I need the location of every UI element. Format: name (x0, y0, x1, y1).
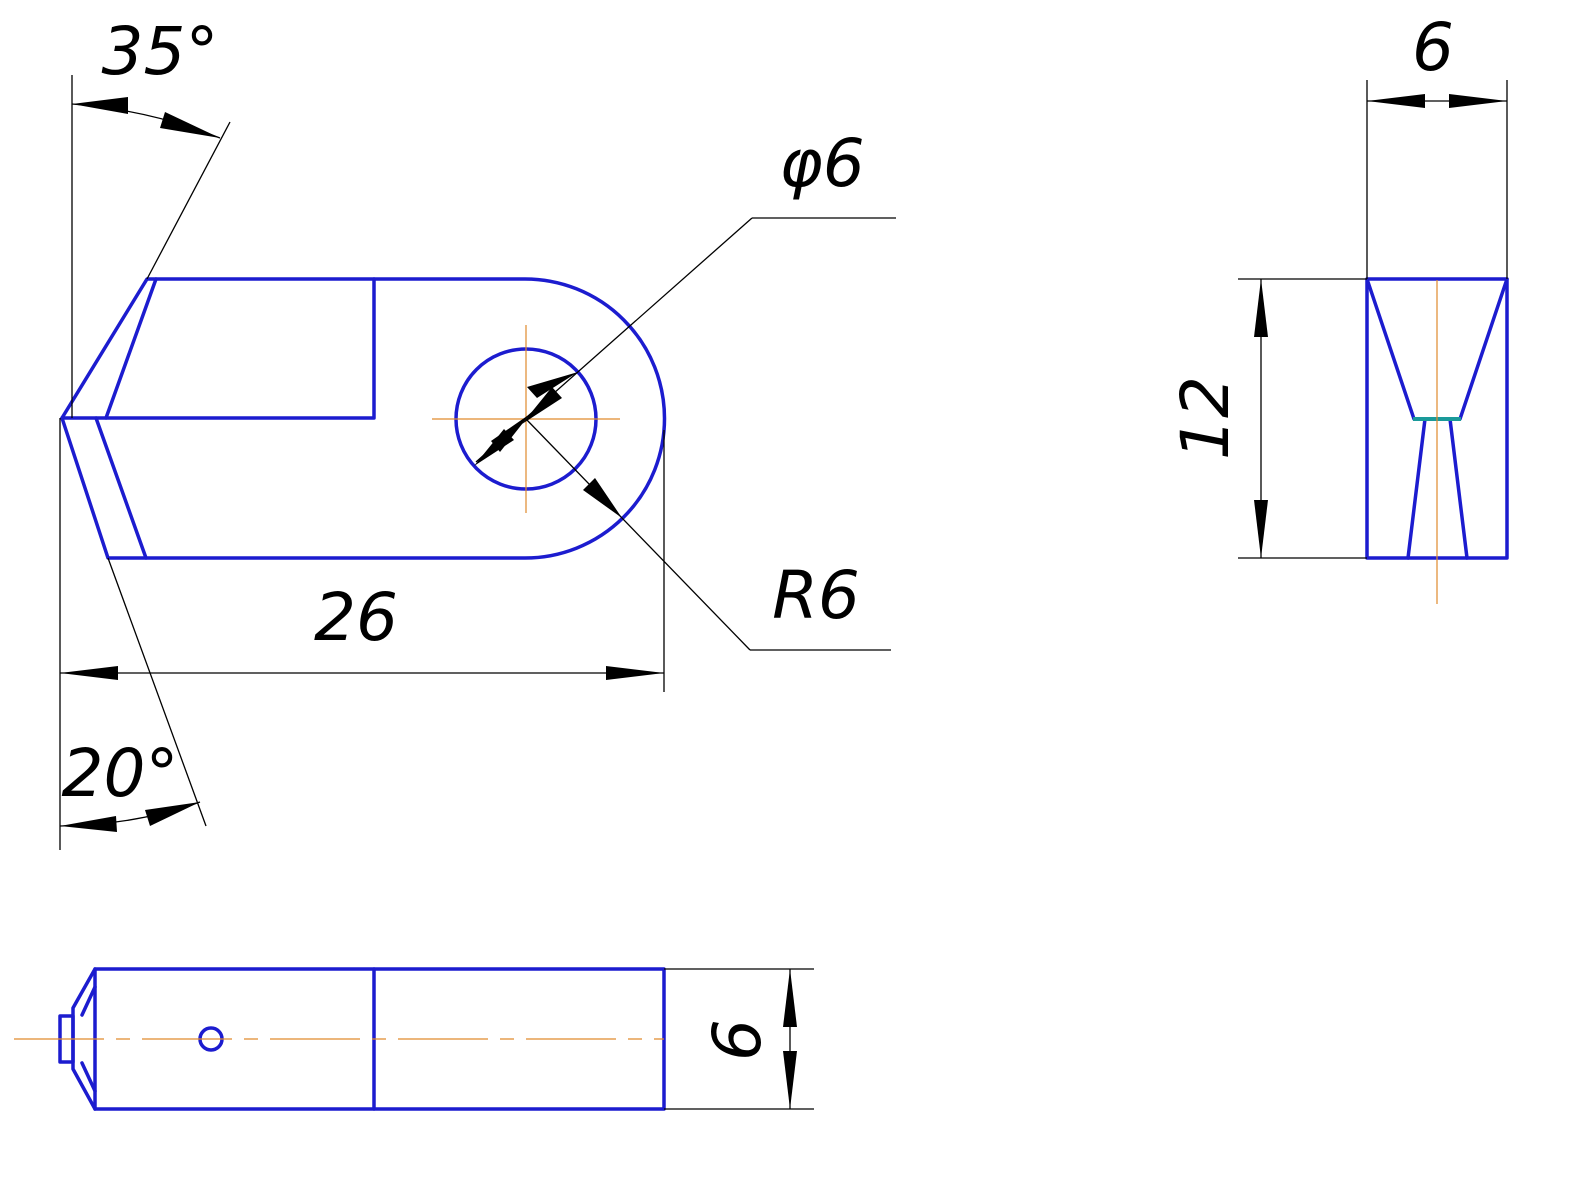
angle-35-extension-line (146, 121, 231, 280)
angle-35-text: 35° (102, 13, 219, 90)
front-view: 26 35° 20° φ6 R6 (59, 13, 896, 850)
front-view-outline (60, 277, 667, 560)
diameter-arrow-lower (474, 429, 514, 466)
side-height-arrow-bottom (1254, 500, 1268, 558)
radius-leader-line (525, 418, 751, 651)
side-width-arrow-left (1367, 94, 1425, 108)
angle-35-arrow-right (160, 112, 220, 138)
upper-chamfer-line (104, 277, 158, 420)
angle-35-arrow-left (72, 97, 128, 114)
side-taper-left-upper (1365, 277, 1416, 421)
length-arrow-right (606, 666, 664, 680)
side-taper-right-upper (1458, 277, 1509, 421)
top-thickness-arrow-top (783, 969, 797, 1027)
length-arrow-left (60, 666, 118, 680)
diameter-dimension-text: φ6 (779, 125, 865, 202)
side-width-text: 6 (1412, 9, 1454, 86)
side-taper-right-lower (1448, 417, 1469, 560)
angle-20-arrow-right (145, 802, 200, 826)
top-thickness-text: 6 (699, 1019, 776, 1061)
radius-dimension-text: R6 (772, 557, 860, 634)
top-thickness-arrow-bottom (783, 1051, 797, 1109)
angle-20-text: 20° (62, 735, 179, 812)
radius-arrow (583, 478, 622, 518)
top-view: 6 (14, 967, 814, 1111)
side-taper-left-lower (1406, 417, 1427, 560)
side-view: 6 12 (1167, 9, 1509, 604)
slot-outline (60, 277, 376, 420)
side-height-arrow-top (1254, 279, 1268, 337)
angle-20-arrow-left (60, 816, 117, 832)
tip-upper-inner (80, 985, 97, 1017)
diameter-arrow-upper (527, 372, 578, 398)
length-dimension-text: 26 (314, 579, 398, 656)
diameter-arrow-inner-1 (522, 387, 562, 424)
lower-chamfer-line (94, 416, 148, 560)
side-height-text: 12 (1167, 376, 1244, 460)
side-width-arrow-right (1449, 94, 1507, 108)
tip-lower-inner (80, 1061, 97, 1093)
angle-20-extension-line (107, 557, 207, 827)
